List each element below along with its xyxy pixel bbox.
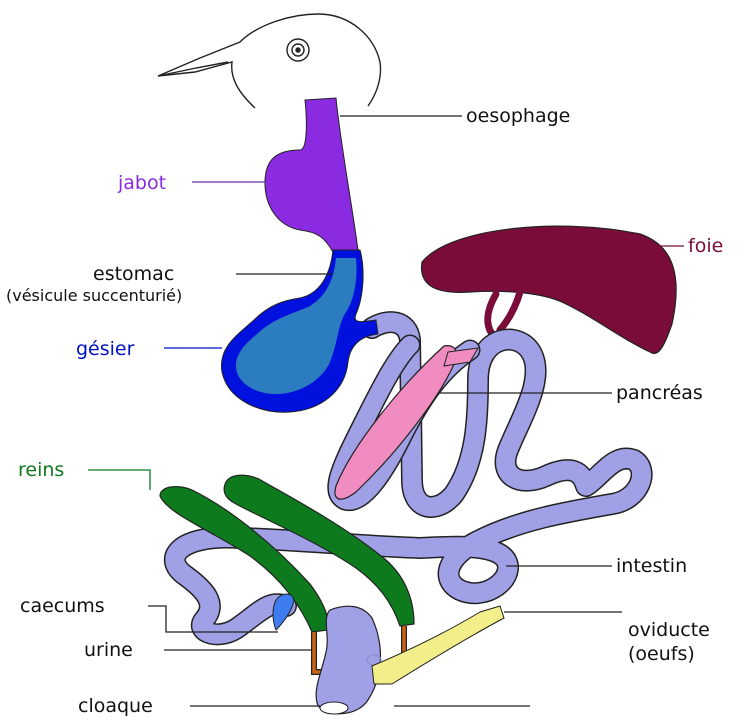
leader-reins: [88, 470, 150, 490]
label-oviducte-sub: (oeufs): [628, 643, 695, 665]
label-intestin: intestin: [616, 555, 687, 577]
label-cloaque: cloaque: [78, 695, 153, 717]
bird-head-outline: [158, 14, 381, 108]
label-estomac-sub: (vésicule succenturié): [6, 286, 182, 305]
cloaca: [316, 606, 381, 714]
label-pancreas: pancréas: [616, 382, 703, 404]
label-foie: foie: [688, 235, 723, 257]
label-jabot: jabot: [117, 172, 166, 194]
label-oviducte: oviducte: [628, 619, 710, 641]
label-urine: urine: [84, 639, 133, 661]
label-oesophage: oesophage: [466, 105, 570, 127]
liver: [422, 226, 677, 353]
oviduct: [372, 606, 504, 684]
label-reins: reins: [18, 459, 64, 481]
label-caecums: caecums: [20, 595, 105, 617]
label-estomac: estomac: [93, 263, 174, 285]
label-gesier: gésier: [76, 338, 135, 360]
oesophagus-and-crop: [265, 98, 358, 252]
